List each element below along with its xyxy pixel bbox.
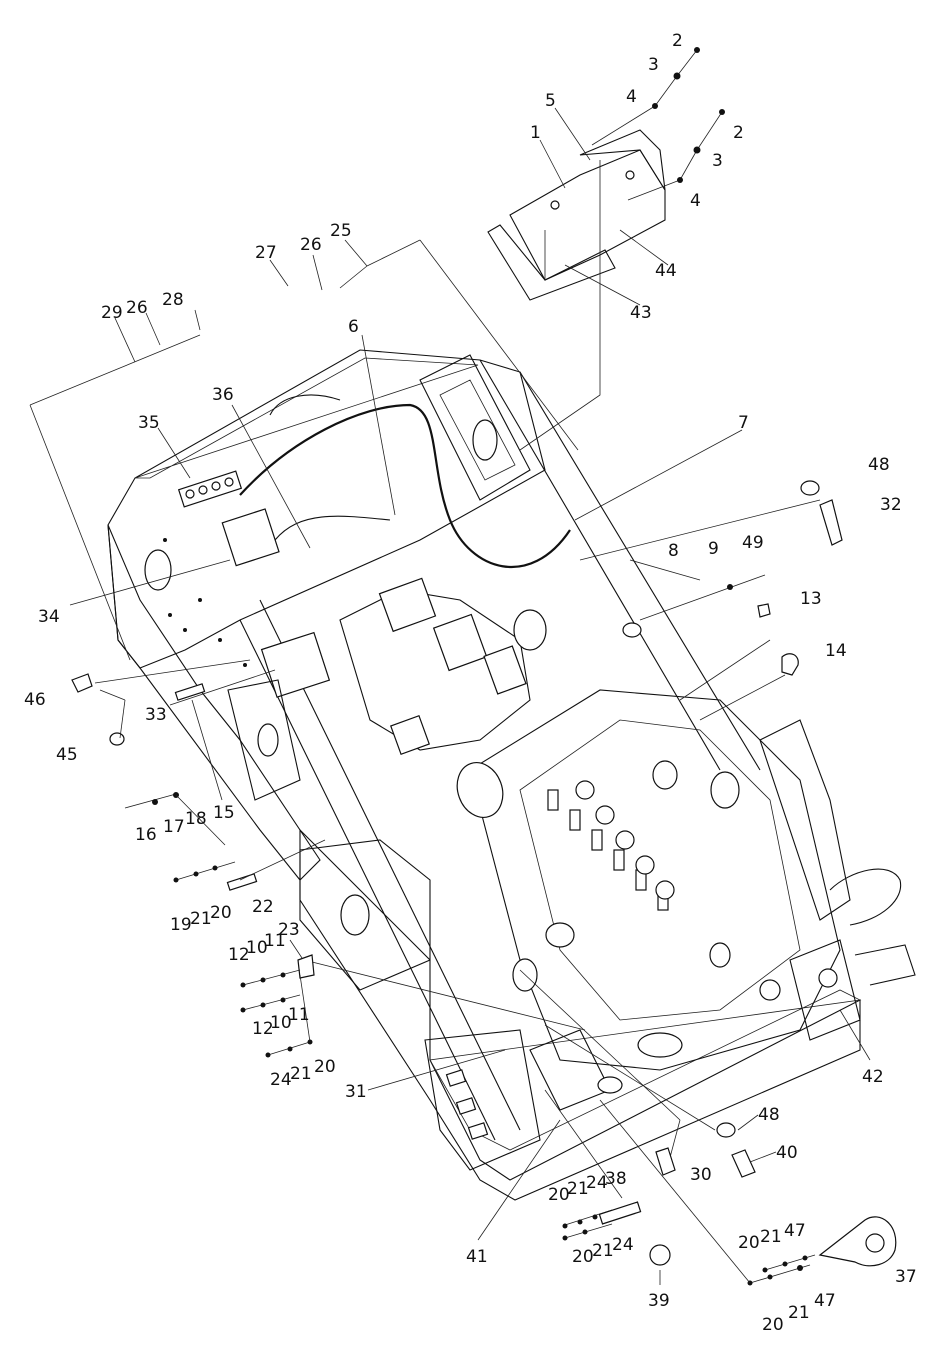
callout-17: 17: [163, 817, 185, 837]
callout-24: 24: [586, 1173, 608, 1193]
leader-lines: [29, 47, 897, 1286]
callout-42: 42: [862, 1067, 884, 1087]
callout-30: 30: [690, 1165, 712, 1185]
injector-row: [547, 780, 675, 911]
callout-24: 24: [612, 1235, 634, 1255]
callout-47: 47: [814, 1291, 836, 1311]
callout-8: 8: [668, 541, 679, 561]
callout-26: 26: [126, 298, 148, 318]
callout-20: 20: [314, 1057, 336, 1077]
callout-2: 2: [733, 123, 744, 143]
callout-11: 11: [264, 931, 286, 951]
callout-39: 39: [648, 1291, 670, 1311]
callout-46: 46: [24, 690, 46, 710]
callout-25: 25: [330, 221, 352, 241]
main-frame: [107, 349, 862, 1201]
callout-21: 21: [290, 1064, 312, 1084]
callout-20: 20: [210, 903, 232, 923]
frame-bolts: [163, 538, 247, 667]
callout-4: 4: [690, 191, 701, 211]
callout-6: 6: [348, 317, 359, 337]
callout-21: 21: [567, 1179, 589, 1199]
callout-20: 20: [572, 1247, 594, 1267]
callout-21: 21: [190, 909, 212, 929]
callout-16: 16: [135, 825, 157, 845]
callout-22: 22: [252, 897, 274, 917]
callout-49: 49: [742, 533, 764, 553]
callout-21: 21: [592, 1241, 614, 1261]
callout-20: 20: [762, 1315, 784, 1335]
callout-33: 33: [145, 705, 167, 725]
callout-1: 1: [530, 123, 541, 143]
callout-43: 43: [630, 303, 652, 323]
callout-3: 3: [648, 55, 659, 75]
callout-9: 9: [708, 539, 719, 559]
callout-21: 21: [760, 1227, 782, 1247]
callout-40: 40: [776, 1143, 798, 1163]
callout-37: 37: [895, 1267, 917, 1287]
callout-31: 31: [345, 1082, 367, 1102]
callout-15: 15: [213, 803, 235, 823]
callout-labels: 2 3 4 5 1 2 3 4 44 43 27 26 25 29 26 28 …: [24, 31, 917, 1335]
callout-20: 20: [738, 1233, 760, 1253]
callout-21: 21: [788, 1303, 810, 1323]
callout-26: 26: [300, 235, 322, 255]
callout-36: 36: [212, 385, 234, 405]
callout-27: 27: [255, 243, 277, 263]
left-components: [71, 470, 331, 979]
engine-block: [339, 577, 916, 1111]
callout-10: 10: [270, 1013, 292, 1033]
callout-28: 28: [162, 290, 184, 310]
callout-11: 11: [288, 1005, 310, 1025]
callout-18: 18: [185, 809, 207, 829]
callout-2: 2: [672, 31, 683, 51]
callout-34: 34: [38, 607, 60, 627]
callout-23: 23: [278, 920, 300, 940]
callout-7: 7: [738, 413, 749, 433]
callout-14: 14: [825, 641, 847, 661]
callout-24: 24: [270, 1070, 292, 1090]
callout-38: 38: [605, 1169, 627, 1189]
callout-47: 47: [784, 1221, 806, 1241]
callout-45: 45: [56, 745, 78, 765]
callout-19: 19: [170, 915, 192, 935]
callout-3: 3: [712, 151, 723, 171]
callout-5: 5: [545, 91, 556, 111]
callout-35: 35: [138, 413, 160, 433]
callout-48: 48: [758, 1105, 780, 1125]
callout-29: 29: [101, 303, 123, 323]
callout-13: 13: [800, 589, 822, 609]
callout-41: 41: [466, 1247, 488, 1267]
callout-12: 12: [252, 1019, 274, 1039]
callout-48: 48: [868, 455, 890, 475]
callout-44: 44: [655, 261, 677, 281]
callout-12: 12: [228, 945, 250, 965]
callout-4: 4: [626, 87, 637, 107]
top-right-box: [487, 129, 666, 301]
callout-10: 10: [246, 938, 268, 958]
callout-32: 32: [880, 495, 902, 515]
callout-20: 20: [548, 1185, 570, 1205]
